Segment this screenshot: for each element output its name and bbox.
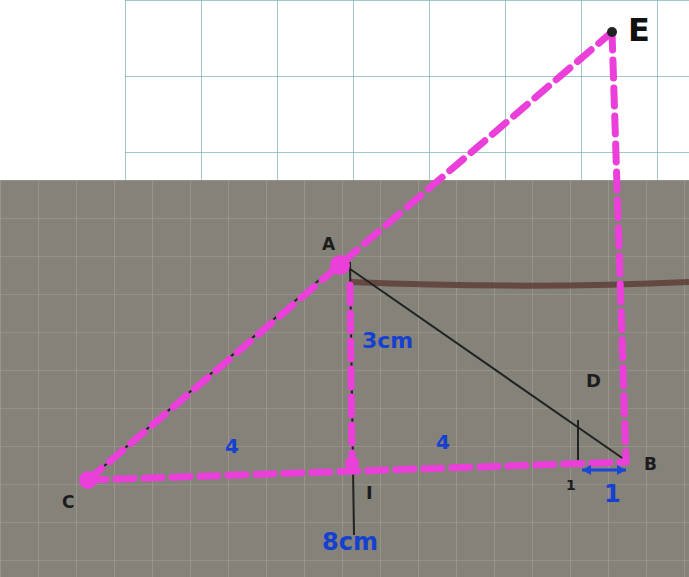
point-label: D <box>586 372 601 390</box>
point-label: I <box>366 484 373 502</box>
dimension-label: 8cm <box>322 530 378 554</box>
point-label: B <box>644 456 657 473</box>
point-label: A <box>322 236 335 253</box>
dimension-label: 3cm <box>362 330 413 352</box>
dimension-label: 4 <box>436 432 450 452</box>
point-label: C <box>62 494 74 511</box>
dimension-label: 4 <box>225 436 239 456</box>
dimension-label: 1 <box>604 482 621 506</box>
dimension-label: 1 <box>566 478 576 492</box>
point-label: E <box>628 14 650 46</box>
